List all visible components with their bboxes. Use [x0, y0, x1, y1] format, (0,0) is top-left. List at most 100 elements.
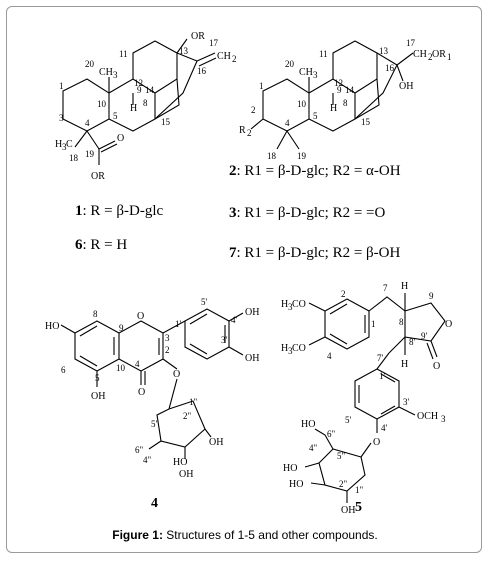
svg-text:9: 9 — [429, 291, 434, 301]
svg-text:4": 4" — [309, 443, 318, 453]
svg-text:3: 3 — [313, 70, 318, 80]
svg-text:6: 6 — [61, 365, 66, 375]
svg-text:3: 3 — [288, 346, 293, 356]
svg-text:10: 10 — [116, 363, 126, 373]
svg-text:12: 12 — [134, 78, 143, 88]
compound-1-label: 1: R = β-D-glc — [75, 203, 164, 219]
svg-text:1": 1" — [189, 397, 198, 407]
svg-text:2": 2" — [183, 411, 192, 421]
svg-text:2: 2 — [247, 128, 252, 138]
svg-text:12: 12 — [334, 78, 343, 88]
svg-text:20: 20 — [85, 59, 95, 69]
svg-text:OH: OH — [179, 469, 193, 480]
svg-text:C: C — [66, 139, 73, 150]
svg-text:2: 2 — [428, 52, 433, 62]
svg-text:9: 9 — [337, 85, 342, 95]
svg-text:8': 8' — [409, 337, 416, 347]
svg-text:3': 3' — [403, 397, 410, 407]
svg-text:5: 5 — [113, 111, 118, 121]
svg-text:5: 5 — [313, 111, 318, 121]
svg-text:4: 4 — [85, 118, 90, 128]
svg-text:H: H — [401, 359, 408, 370]
svg-text:1: 1 — [447, 52, 452, 62]
svg-text:HO: HO — [289, 479, 303, 490]
svg-text:CO: CO — [292, 299, 306, 310]
svg-text:OH: OH — [91, 391, 105, 402]
svg-text:9: 9 — [137, 85, 142, 95]
svg-text:OH: OH — [209, 437, 223, 448]
svg-text:2: 2 — [232, 54, 237, 64]
svg-text:O: O — [373, 437, 380, 448]
svg-text:11: 11 — [119, 49, 128, 59]
svg-text:1: 1 — [59, 81, 64, 91]
svg-text:CH: CH — [99, 67, 113, 78]
svg-text:3: 3 — [113, 70, 118, 80]
svg-text:13: 13 — [379, 46, 389, 56]
svg-text:2: 2 — [251, 105, 256, 115]
svg-text:17: 17 — [406, 38, 416, 48]
svg-text:5": 5" — [151, 419, 160, 429]
svg-text:OR: OR — [191, 31, 205, 42]
svg-text:5': 5' — [201, 297, 208, 307]
svg-text:20: 20 — [285, 59, 295, 69]
svg-text:HO: HO — [283, 463, 297, 474]
svg-text:2": 2" — [339, 479, 348, 489]
svg-text:15: 15 — [161, 117, 171, 127]
svg-text:4: 4 — [327, 351, 332, 361]
compound-3-label: 3: R1 = β-D-glc; R2 = =O — [229, 205, 386, 221]
svg-text:3: 3 — [165, 333, 170, 343]
svg-text:R: R — [239, 125, 246, 136]
svg-text:O: O — [138, 387, 145, 398]
compound-6-label: 6: R = H — [75, 237, 127, 253]
svg-text:3: 3 — [288, 302, 293, 312]
svg-text:5': 5' — [345, 415, 352, 425]
svg-text:18: 18 — [267, 151, 277, 161]
svg-text:8: 8 — [343, 98, 348, 108]
svg-text:5: 5 — [95, 373, 100, 383]
caption-prefix: Figure 1: — [112, 528, 163, 542]
svg-text:8: 8 — [399, 317, 404, 327]
svg-text:H: H — [130, 103, 137, 114]
svg-text:OCH: OCH — [417, 411, 438, 422]
svg-text:1": 1" — [355, 485, 364, 495]
svg-text:OR: OR — [91, 171, 105, 182]
svg-text:4': 4' — [231, 315, 238, 325]
svg-text:5": 5" — [337, 451, 346, 461]
svg-text:1': 1' — [379, 371, 386, 381]
svg-text:H: H — [281, 299, 288, 310]
svg-text:O: O — [173, 369, 180, 380]
svg-text:6": 6" — [327, 429, 336, 439]
svg-text:3: 3 — [59, 113, 64, 123]
svg-text:9': 9' — [421, 331, 428, 341]
svg-text:3': 3' — [221, 335, 228, 345]
svg-text:10: 10 — [297, 99, 307, 109]
svg-text:13: 13 — [179, 46, 189, 56]
svg-text:6": 6" — [135, 445, 144, 455]
svg-text:8: 8 — [143, 98, 148, 108]
svg-text:3: 3 — [62, 142, 67, 152]
svg-text:18: 18 — [69, 153, 79, 163]
svg-text:7: 7 — [383, 283, 388, 293]
svg-text:OH: OH — [399, 81, 413, 92]
figure-caption: Figure 1: Structures of 1-5 and other co… — [7, 528, 481, 542]
svg-text:O: O — [433, 361, 440, 372]
svg-text:3: 3 — [441, 414, 446, 424]
svg-text:O: O — [137, 311, 144, 322]
svg-text:2: 2 — [341, 289, 346, 299]
svg-text:11: 11 — [319, 49, 328, 59]
svg-text:H: H — [55, 139, 62, 150]
svg-text:HO: HO — [301, 419, 315, 430]
svg-text:19: 19 — [297, 151, 307, 161]
svg-text:14: 14 — [145, 85, 155, 95]
svg-text:1: 1 — [371, 319, 376, 329]
svg-text:OH: OH — [245, 353, 259, 364]
svg-text:O: O — [445, 319, 452, 330]
svg-text:1: 1 — [259, 81, 264, 91]
svg-text:1': 1' — [175, 319, 182, 329]
compound-4-number: 4 — [151, 496, 158, 511]
svg-text:CH: CH — [413, 49, 427, 60]
svg-text:O: O — [117, 133, 124, 144]
svg-text:H: H — [281, 343, 288, 354]
